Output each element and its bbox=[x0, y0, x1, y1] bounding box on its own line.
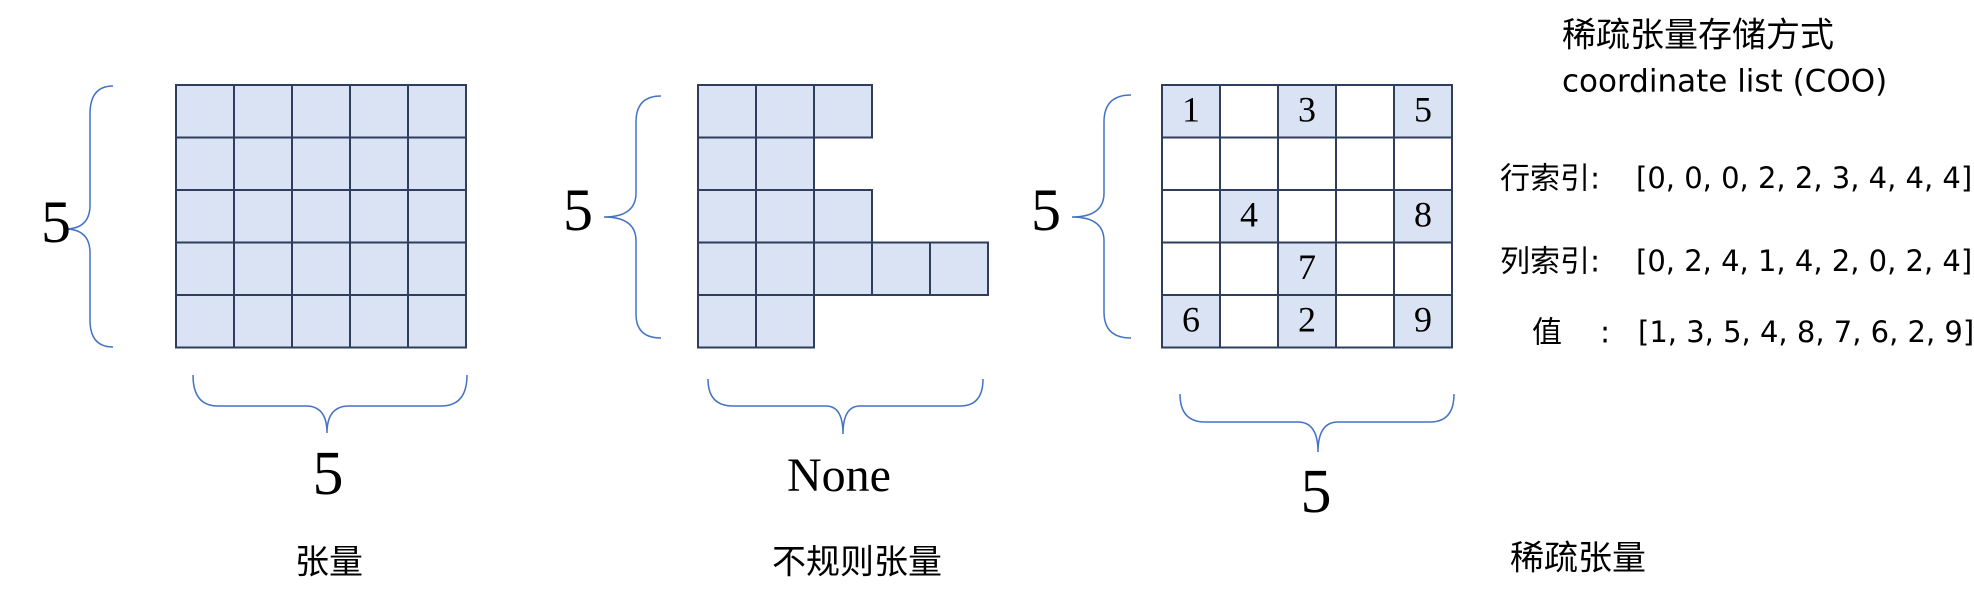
dense-cell bbox=[349, 294, 409, 349]
sparse-cols-label: 5 bbox=[1301, 458, 1332, 526]
sparse-cell bbox=[1277, 189, 1337, 244]
sparse-cell bbox=[1219, 136, 1279, 191]
sparse-cell bbox=[1161, 84, 1221, 139]
dense-rows-brace bbox=[64, 85, 114, 348]
coo-title: 稀疏张量存储方式 bbox=[1562, 16, 1834, 56]
sparse-cell bbox=[1393, 136, 1453, 191]
coo-values-colon: : bbox=[1600, 316, 1610, 351]
dense-cell bbox=[175, 294, 235, 349]
ragged-cell bbox=[813, 241, 873, 296]
sparse-rows-label: 5 bbox=[1031, 177, 1061, 243]
coo-row-index-label: 行索引: bbox=[1500, 162, 1600, 197]
dense-cols-label: 5 bbox=[313, 440, 344, 508]
sparse-cell bbox=[1277, 136, 1337, 191]
sparse-cell bbox=[1335, 241, 1395, 296]
sparse-cell-value: 6 bbox=[1182, 300, 1200, 340]
dense-cell bbox=[407, 294, 467, 349]
ragged-cell bbox=[755, 84, 815, 139]
sparse-cell bbox=[1393, 241, 1453, 296]
dense-cell bbox=[349, 241, 409, 296]
dense-caption: 张量 bbox=[295, 543, 363, 583]
dense-cell bbox=[175, 189, 235, 244]
dense-cell bbox=[233, 294, 293, 349]
dense-cols-brace bbox=[192, 374, 468, 434]
sparse-cell-value: 9 bbox=[1414, 300, 1432, 340]
dense-cell bbox=[175, 241, 235, 296]
ragged-cell bbox=[697, 294, 757, 349]
sparse-cols-brace bbox=[1179, 393, 1455, 453]
dense-cell bbox=[291, 136, 351, 191]
dense-cell bbox=[349, 136, 409, 191]
dense-cell bbox=[349, 189, 409, 244]
ragged-cell bbox=[697, 241, 757, 296]
sparse-cell bbox=[1161, 294, 1221, 349]
ragged-cell bbox=[755, 136, 815, 191]
dense-cell bbox=[407, 84, 467, 139]
sparse-cell-value: 8 bbox=[1414, 195, 1432, 235]
sparse-cell bbox=[1277, 241, 1337, 296]
coo-col-index-values: [0, 2, 4, 1, 4, 2, 0, 2, 4] bbox=[1636, 244, 1972, 278]
dense-cell bbox=[291, 241, 351, 296]
sparse-cell bbox=[1161, 241, 1221, 296]
sparse-cell bbox=[1219, 294, 1279, 349]
ragged-cell bbox=[813, 189, 873, 244]
coo-values-values: [1, 3, 5, 4, 8, 7, 6, 2, 9] bbox=[1638, 315, 1974, 349]
dense-cell bbox=[233, 136, 293, 191]
sparse-cell bbox=[1277, 294, 1337, 349]
ragged-cell bbox=[697, 84, 757, 139]
ragged-tensor-grid bbox=[697, 84, 989, 349]
sparse-rows-brace bbox=[1071, 94, 1132, 339]
dense-cell bbox=[291, 84, 351, 139]
dense-cell bbox=[407, 136, 467, 191]
sparse-tensor-grid: 1 3 5 4 8 7 6 2 9 bbox=[1161, 84, 1453, 349]
dense-cell bbox=[175, 84, 235, 139]
ragged-cell bbox=[697, 189, 757, 244]
ragged-rows-label: 5 bbox=[563, 177, 593, 243]
sparse-cell-value: 1 bbox=[1182, 90, 1200, 130]
dense-cell bbox=[291, 189, 351, 244]
sparse-cell bbox=[1219, 241, 1279, 296]
sparse-cell-value: 2 bbox=[1298, 300, 1316, 340]
sparse-cell bbox=[1335, 189, 1395, 244]
coo-col-index-label: 列索引: bbox=[1500, 245, 1600, 280]
dense-cell bbox=[233, 241, 293, 296]
ragged-cell bbox=[755, 294, 815, 349]
ragged-caption: 不规则张量 bbox=[772, 543, 942, 583]
sparse-cell-value: 7 bbox=[1298, 247, 1316, 287]
sparse-cell bbox=[1335, 84, 1395, 139]
dense-tensor-grid bbox=[175, 84, 467, 349]
sparse-caption: 稀疏张量 bbox=[1510, 539, 1646, 579]
sparse-cell-value: 5 bbox=[1414, 90, 1432, 130]
ragged-cell bbox=[697, 136, 757, 191]
dense-cell bbox=[233, 84, 293, 139]
sparse-cell bbox=[1161, 136, 1221, 191]
ragged-cell bbox=[813, 84, 873, 139]
sparse-cell bbox=[1219, 84, 1279, 139]
sparse-cell bbox=[1335, 136, 1395, 191]
dense-cell bbox=[175, 136, 235, 191]
ragged-cols-brace bbox=[707, 378, 984, 435]
dense-cell bbox=[407, 189, 467, 244]
ragged-rows-brace bbox=[603, 95, 662, 339]
ragged-cell bbox=[755, 241, 815, 296]
sparse-cell bbox=[1161, 189, 1221, 244]
ragged-cell bbox=[755, 189, 815, 244]
dense-cell bbox=[349, 84, 409, 139]
coo-subtitle: coordinate list (COO) bbox=[1562, 64, 1887, 100]
sparse-cell-value: 3 bbox=[1298, 90, 1316, 130]
coo-row-index-values: [0, 0, 0, 2, 2, 3, 4, 4, 4] bbox=[1636, 161, 1972, 195]
dense-cell bbox=[291, 294, 351, 349]
dense-rows-label: 5 bbox=[41, 189, 71, 255]
sparse-cell-value: 4 bbox=[1240, 195, 1258, 235]
ragged-cell bbox=[929, 241, 989, 296]
sparse-cell bbox=[1393, 294, 1453, 349]
dense-cell bbox=[233, 189, 293, 244]
dense-cell bbox=[407, 241, 467, 296]
sparse-cell bbox=[1335, 294, 1395, 349]
coo-values-label: 值 bbox=[1532, 316, 1562, 351]
ragged-cell bbox=[871, 241, 931, 296]
ragged-cols-label: None bbox=[787, 449, 891, 502]
